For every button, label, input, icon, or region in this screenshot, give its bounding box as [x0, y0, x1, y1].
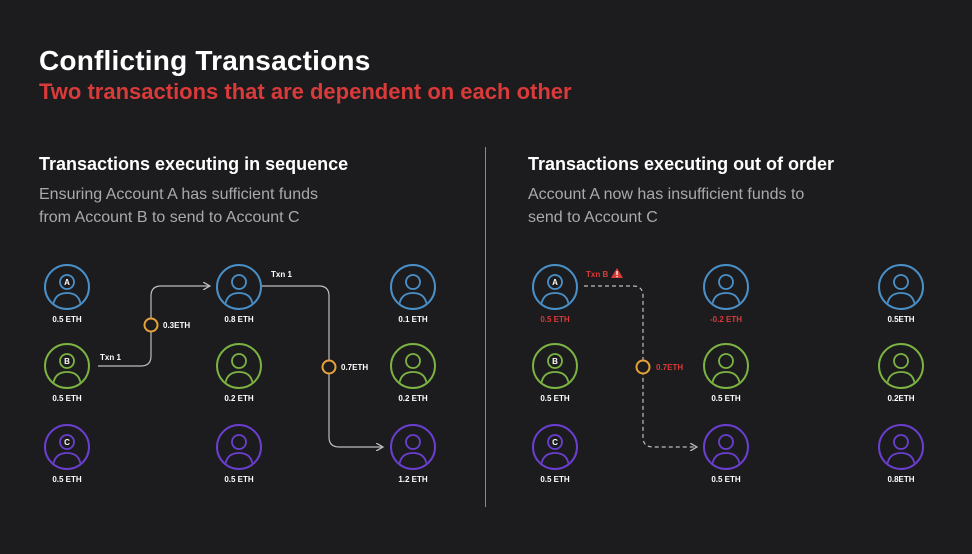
account-balance: 0.8 ETH: [224, 315, 254, 324]
right-account-a3: 0.5ETH: [878, 264, 924, 324]
right-account-a1: A 0.5 ETH: [532, 264, 578, 324]
user-icon: [711, 274, 741, 308]
user-icon: [540, 274, 570, 308]
account-balance: 0.2ETH: [887, 394, 914, 403]
account-balance: 0.5 ETH: [52, 315, 82, 324]
edge-dot-left-1: [143, 317, 159, 333]
user-icon: [398, 434, 428, 468]
left-account-b1: B 0.5 ETH: [44, 343, 90, 403]
edge-amount-left-1: 0.3ETH: [163, 321, 190, 330]
left-account-c3: 1.2 ETH: [390, 424, 436, 484]
account-balance: 0.5 ETH: [52, 394, 82, 403]
edge-dot-right-1: [635, 359, 651, 375]
edge-dot-left-2: [321, 359, 337, 375]
left-panel-description: Ensuring Account A has sufficient funds …: [39, 186, 318, 226]
user-icon: [711, 353, 741, 387]
left-account-c2: 0.5 ETH: [216, 424, 262, 484]
edge-label-left-1: Txn 1: [100, 353, 121, 362]
user-icon: [540, 353, 570, 387]
left-account-b3: 0.2 ETH: [390, 343, 436, 403]
right-account-a2: -0.2 ETH: [703, 264, 749, 324]
account-balance: 0.1 ETH: [398, 315, 428, 324]
edge-amount-left-2: 0.7ETH: [341, 363, 368, 372]
account-letter: A: [552, 278, 558, 287]
account-balance: 1.2 ETH: [398, 475, 428, 484]
right-account-c1: C 0.5 ETH: [532, 424, 578, 484]
left-account-a1: A 0.5 ETH: [44, 264, 90, 324]
account-balance: 0.5 ETH: [52, 475, 82, 484]
account-letter: A: [64, 278, 70, 287]
user-icon: [224, 274, 254, 308]
user-icon: [886, 353, 916, 387]
account-balance: -0.2 ETH: [710, 315, 742, 324]
right-account-c2: 0.5 ETH: [703, 424, 749, 484]
edge-label-right-1: Txn B: [586, 270, 608, 279]
account-balance: 0.5 ETH: [540, 315, 570, 324]
right-account-b1: B 0.5 ETH: [532, 343, 578, 403]
user-icon: [52, 434, 82, 468]
account-balance: 0.2 ETH: [398, 394, 428, 403]
right-account-b3: 0.2ETH: [878, 343, 924, 403]
user-icon: [224, 434, 254, 468]
edge-label-left-2: Txn 1: [271, 270, 292, 279]
page-title: Conflicting Transactions: [39, 45, 371, 76]
left-account-c1: C 0.5 ETH: [44, 424, 90, 484]
account-balance: 0.5 ETH: [540, 475, 570, 484]
user-icon: [224, 353, 254, 387]
right-panel-description: Account A now has insufficient funds to …: [528, 186, 805, 226]
right-account-b2: 0.5 ETH: [703, 343, 749, 403]
left-account-b2: 0.2 ETH: [216, 343, 262, 403]
left-account-a3: 0.1 ETH: [390, 264, 436, 324]
account-balance: 0.8ETH: [887, 475, 914, 484]
user-icon: [52, 274, 82, 308]
right-panel-heading: Transactions executing out of order: [528, 154, 835, 174]
account-balance: 0.5 ETH: [711, 475, 741, 484]
account-balance: 0.2 ETH: [224, 394, 254, 403]
account-letter: C: [552, 438, 558, 447]
user-icon: [886, 434, 916, 468]
account-balance: 0.5 ETH: [224, 475, 254, 484]
page-subtitle: Two transactions that are dependent on e…: [39, 79, 572, 104]
account-letter: B: [64, 357, 70, 366]
left-panel-heading: Transactions executing in sequence: [39, 154, 349, 174]
user-icon: [540, 434, 570, 468]
user-icon: [711, 434, 741, 468]
user-icon: [398, 274, 428, 308]
user-icon: [886, 274, 916, 308]
account-letter: C: [64, 438, 70, 447]
account-balance: 0.5 ETH: [540, 394, 570, 403]
user-icon: [398, 353, 428, 387]
account-letter: B: [552, 357, 558, 366]
panel-divider: [485, 147, 486, 507]
account-balance: 0.5ETH: [887, 315, 914, 324]
left-account-a2: 0.8 ETH: [216, 264, 262, 324]
user-icon: [52, 353, 82, 387]
account-balance: 0.5 ETH: [711, 394, 741, 403]
warning-icon: [611, 268, 623, 278]
edge-amount-right-1: 0.7ETH: [656, 363, 683, 372]
right-account-c3: 0.8ETH: [878, 424, 924, 484]
